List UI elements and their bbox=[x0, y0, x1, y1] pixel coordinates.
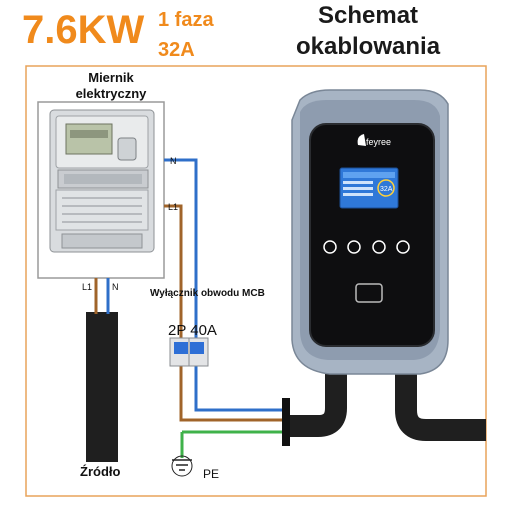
charger-button-3 bbox=[372, 240, 386, 254]
diagram-frame bbox=[25, 65, 487, 497]
mcb-rating: 2P 40A bbox=[168, 322, 217, 339]
source-label: Źródło bbox=[80, 464, 121, 479]
meter-label-line2: elektryczny bbox=[75, 86, 147, 101]
brand-logo-icon bbox=[357, 134, 366, 146]
charger-button-1 bbox=[323, 240, 337, 254]
diagram-title-line2: okablowania bbox=[296, 33, 441, 60]
ground-label: PE bbox=[203, 467, 220, 481]
source-cable bbox=[86, 312, 118, 462]
phase-label: 1 faza bbox=[158, 9, 214, 31]
meter-terminal-n: N bbox=[112, 282, 119, 292]
mcb-breaker bbox=[169, 337, 209, 367]
charger-button-2 bbox=[347, 240, 361, 254]
charger-cable-left bbox=[288, 370, 347, 437]
ev-charger bbox=[291, 89, 449, 375]
neutral-wire bbox=[164, 158, 288, 412]
neutral-wire-label: N bbox=[170, 156, 177, 166]
meter-label-line1: Miernik bbox=[88, 70, 134, 85]
mcb-label: Wyłącznik obwodu MCB bbox=[150, 288, 265, 299]
live-wire-label: L1 bbox=[168, 202, 178, 212]
earth-wire bbox=[180, 430, 288, 458]
meter-terminal-l1: L1 bbox=[82, 282, 92, 292]
rfid-reader-icon bbox=[355, 283, 383, 303]
charger-brand: feyree bbox=[366, 137, 391, 147]
charger-button-4 bbox=[396, 240, 410, 254]
current-rating: 32A bbox=[158, 39, 195, 61]
charger-screen-badge: 32A bbox=[380, 186, 393, 193]
electricity-meter bbox=[49, 109, 155, 253]
live-wire bbox=[164, 204, 288, 422]
charger-cable-right bbox=[395, 370, 486, 441]
meter-label: Miernik elektryczny bbox=[56, 70, 166, 102]
diagram-title-line1: Schemat bbox=[318, 2, 419, 29]
ground-symbol-icon bbox=[171, 455, 193, 477]
power-rating: 7.6KW bbox=[22, 8, 145, 52]
